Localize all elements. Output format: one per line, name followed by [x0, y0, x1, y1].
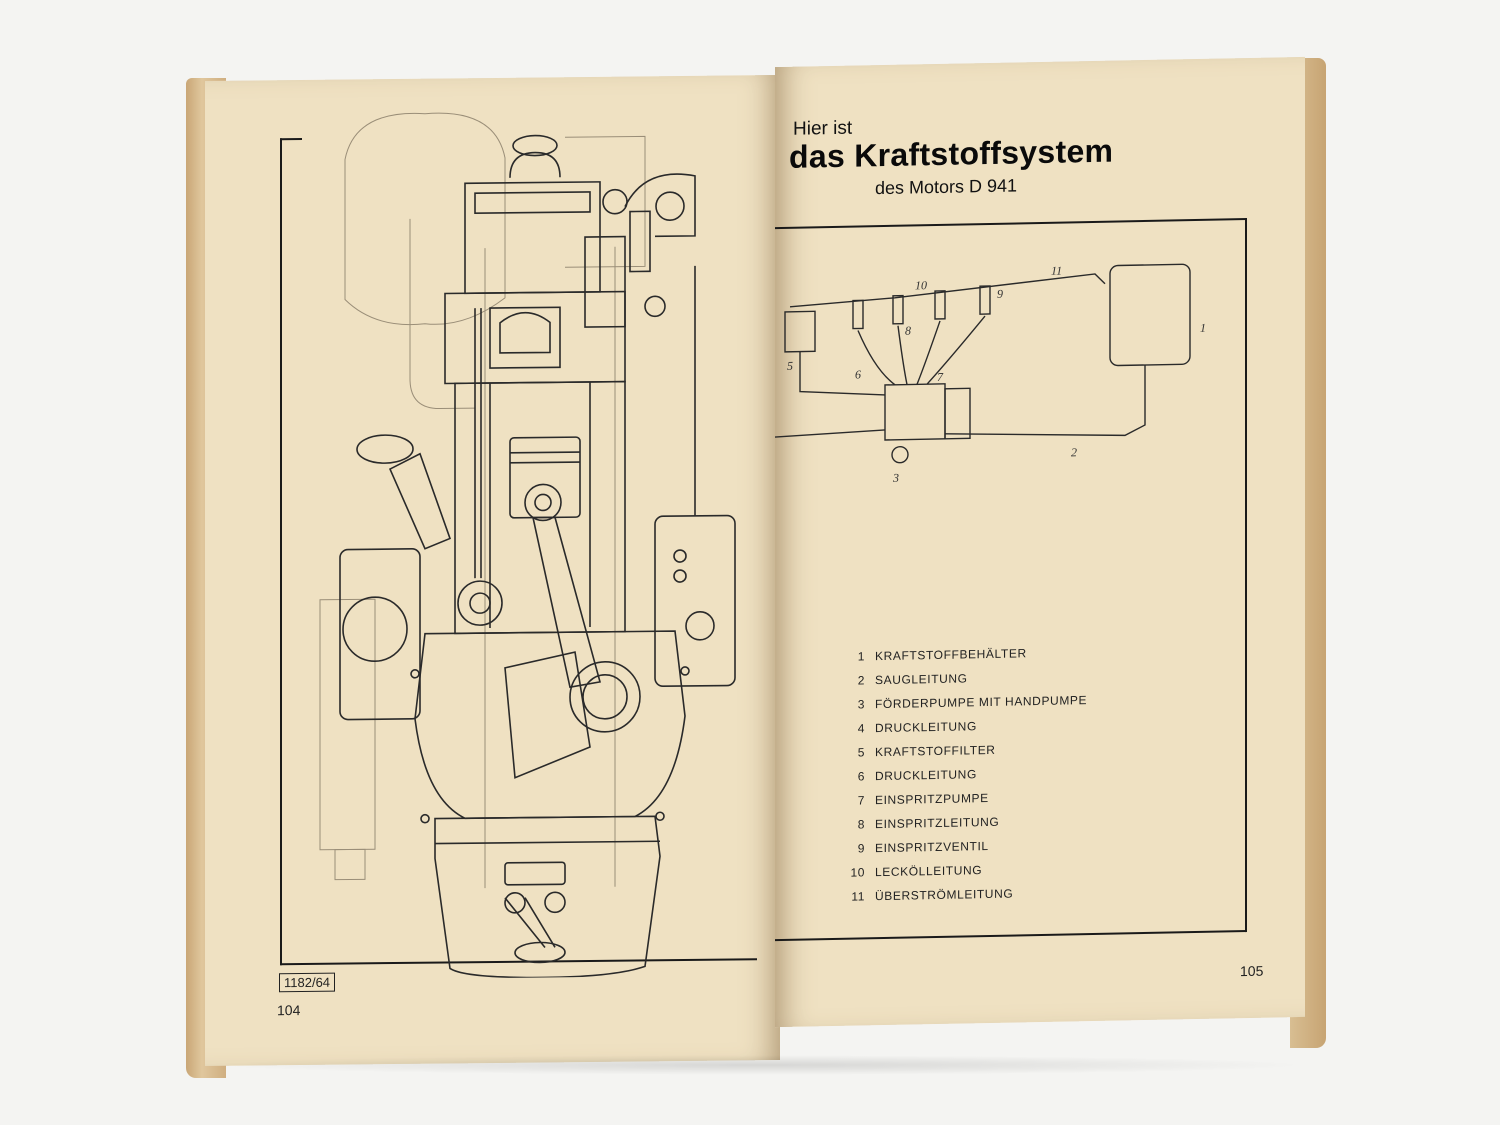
- engine-cross-section-drawing: [319, 112, 736, 979]
- callout-9: 9: [997, 287, 1003, 301]
- callout-3: 3: [892, 471, 899, 485]
- page-number-right: 105: [1240, 962, 1264, 980]
- book-shadow: [210, 1055, 1310, 1075]
- callout-8: 8: [905, 323, 911, 337]
- page-title: das Kraftstoffsystem: [789, 132, 1114, 175]
- page-number-left: 104: [277, 1002, 301, 1019]
- callout-11: 11: [1051, 264, 1062, 278]
- callout-6: 6: [855, 367, 861, 381]
- callout-10: 10: [915, 278, 927, 292]
- right-page: Hier ist das Kraftstoffsystem des Motors…: [775, 56, 1305, 1028]
- fuel-tank-shape: [1109, 263, 1191, 367]
- callout-5: 5: [787, 359, 793, 373]
- callout-2: 2: [1071, 445, 1077, 459]
- page-subtitle: des Motors D 941: [875, 175, 1018, 199]
- callout-7: 7: [937, 370, 944, 384]
- left-page: 1182/64 104: [205, 74, 780, 1067]
- fuel-system-schematic: 1 2 3 5 6 7 8 9 10 11: [775, 263, 1206, 485]
- drawing-code: 1182/64: [279, 972, 336, 993]
- callout-1: 1: [1200, 321, 1206, 335]
